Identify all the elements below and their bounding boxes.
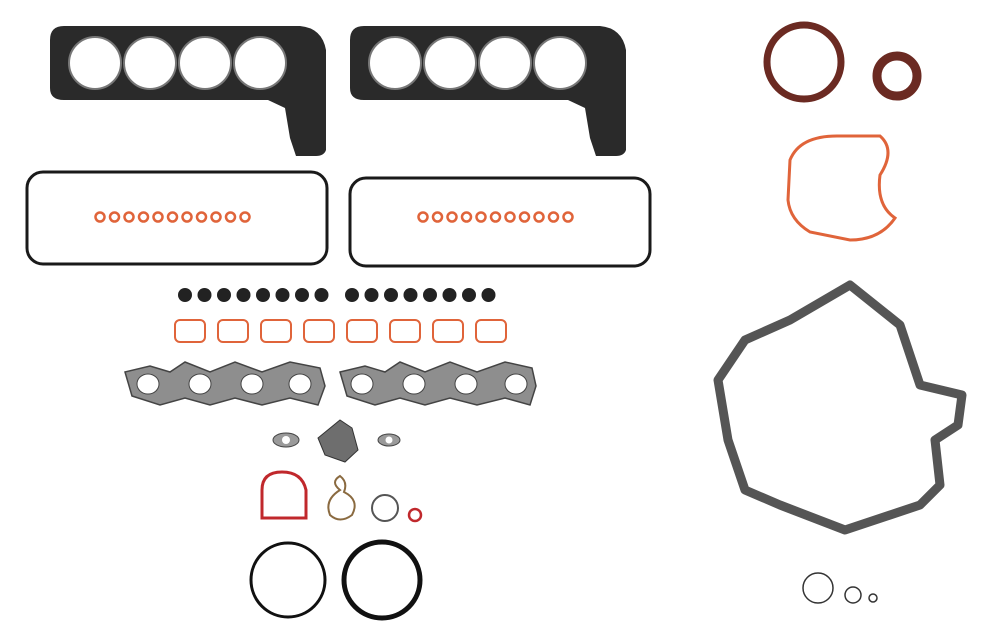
valve-stem-seal xyxy=(178,288,192,302)
valve-stem-seal xyxy=(217,288,231,302)
valve-stem-seal xyxy=(314,288,329,302)
spark-tube-seal xyxy=(94,211,106,223)
intake-port-gasket xyxy=(432,319,464,343)
valve-stem-seal xyxy=(295,288,309,302)
exhaust-port xyxy=(402,373,426,395)
valve-stem-seal xyxy=(423,288,437,302)
spark-tube-seal xyxy=(224,211,237,223)
valve-stem-seal xyxy=(345,288,359,302)
o-ring-large-thick xyxy=(341,539,423,621)
spark-tube-seal xyxy=(562,211,574,223)
spark-tube-seal xyxy=(489,211,502,223)
intake-port-gasket xyxy=(260,319,292,343)
valve-stem-seal xyxy=(364,288,379,302)
spark-tube-seal xyxy=(137,211,150,223)
cylinder-bore xyxy=(178,36,232,90)
intake-port-gasket xyxy=(475,319,507,343)
spark-tube-seal xyxy=(431,211,444,223)
spark-tube-seal xyxy=(210,211,222,223)
spark-tube-seal xyxy=(195,211,208,223)
valve-stem-seal xyxy=(197,288,212,302)
valve-stem-seal xyxy=(384,288,398,302)
spark-tube-seal xyxy=(504,211,516,223)
exhaust-port xyxy=(504,373,528,395)
cylinder-bore xyxy=(423,36,477,90)
cylinder-bore xyxy=(233,36,287,90)
spark-tube-seal xyxy=(547,211,560,223)
valve-stem-seal xyxy=(256,288,270,302)
cylinder-bore xyxy=(533,36,587,90)
front-crank-seal xyxy=(872,51,922,101)
spark-tube-seal xyxy=(108,211,121,223)
timing-cover-gasket xyxy=(713,280,967,535)
exhaust-manifold-gasket-right xyxy=(339,361,537,406)
o-ring-small-2 xyxy=(844,586,862,604)
valve-stem-seal xyxy=(462,288,476,302)
exhaust-port xyxy=(350,373,374,395)
exhaust-port xyxy=(188,373,212,395)
spark-tube-seal xyxy=(417,211,429,223)
intake-port-gasket xyxy=(217,319,249,343)
spark-tube-seal xyxy=(460,211,473,223)
exhaust-port xyxy=(454,373,478,395)
spark-tube-seal xyxy=(152,211,164,223)
valve-stem-seal xyxy=(403,288,418,302)
spark-tube-seal xyxy=(181,211,193,223)
spark-tube-seal xyxy=(533,211,545,223)
water-outlet-gasket xyxy=(327,474,356,521)
spark-tube-seal xyxy=(446,211,458,223)
o-ring-small-red xyxy=(407,507,423,523)
rear-main-seal xyxy=(763,21,845,103)
exhaust-manifold-gasket-left xyxy=(124,361,326,406)
valve-cover-gasket-right xyxy=(348,176,652,268)
intake-port-gasket xyxy=(389,319,421,343)
cylinder-bore xyxy=(368,36,422,90)
spark-tube-seal xyxy=(475,211,487,223)
valve-stem-seal xyxy=(275,288,290,302)
intake-port-gasket xyxy=(303,319,335,343)
exhaust-port xyxy=(136,373,160,395)
o-ring-small-3 xyxy=(868,593,878,603)
o-ring-medium xyxy=(371,494,399,522)
spark-tube-seal xyxy=(166,211,179,223)
o-ring-large-thin xyxy=(249,541,327,619)
exhaust-port xyxy=(288,373,312,395)
valve-cover-gasket-left xyxy=(25,170,329,266)
cylinder-bore xyxy=(123,36,177,90)
valve-stem-seal xyxy=(236,288,251,302)
exhaust-port xyxy=(240,373,264,395)
intake-port-gasket xyxy=(174,319,206,343)
valve-stem-seal xyxy=(442,288,457,302)
cylinder-bore xyxy=(478,36,532,90)
cylinder-bore xyxy=(68,36,122,90)
water-pump-gasket xyxy=(786,134,898,242)
egr-plate-gasket xyxy=(317,419,359,463)
small-flange-gasket-1 xyxy=(272,432,300,448)
o-ring-small-1 xyxy=(802,572,834,604)
small-flange-gasket-2 xyxy=(377,433,401,447)
spark-tube-seal xyxy=(239,211,251,223)
thermostat-housing-gasket xyxy=(260,470,308,520)
valve-stem-seal xyxy=(481,288,496,302)
intake-port-gasket xyxy=(346,319,378,343)
spark-tube-seal xyxy=(518,211,531,223)
spark-tube-seal xyxy=(123,211,135,223)
